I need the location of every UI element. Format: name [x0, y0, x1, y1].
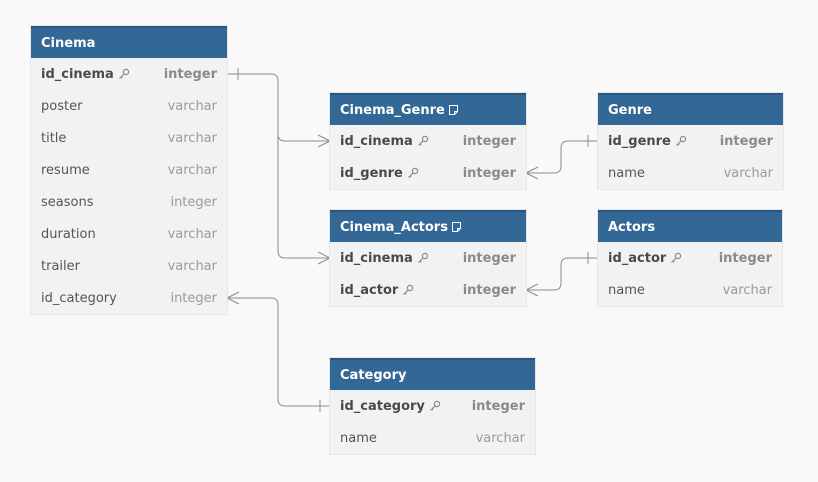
many-marker-actors [525, 283, 539, 297]
field-row[interactable]: id_genre integer [598, 125, 783, 157]
key-icon [429, 400, 441, 411]
field-type: integer [719, 133, 773, 149]
field-row[interactable]: trailer varchar [31, 250, 227, 282]
entity-title: Category [340, 368, 407, 383]
entity-title: Cinema [41, 36, 96, 51]
entity-title: Actors [608, 220, 656, 235]
field-row[interactable]: id_category integer [31, 282, 227, 314]
entity-header[interactable]: Category [330, 358, 535, 390]
field-name: name [608, 282, 645, 298]
note-icon [448, 105, 458, 115]
field-name: id_actor [608, 250, 667, 266]
field-name: trailer [41, 258, 80, 274]
field-row[interactable]: seasons integer [31, 186, 227, 218]
entity-genre[interactable]: Genre id_genre integer name varchar [598, 93, 783, 189]
field-name: id_cinema [340, 250, 413, 266]
field-row[interactable]: name varchar [598, 157, 783, 189]
rel-category [227, 297, 330, 407]
field-name: id_actor [340, 282, 399, 298]
field-name: name [608, 165, 645, 181]
field-type: integer [163, 66, 217, 82]
field-type: varchar [167, 258, 217, 274]
key-icon [675, 135, 687, 146]
entity-header[interactable]: Actors [598, 210, 782, 242]
entity-cinema-genre[interactable]: Cinema_Genre id_cinema integer id_genre … [330, 93, 526, 189]
field-name: duration [41, 226, 96, 242]
field-name: poster [41, 98, 83, 114]
entity-category[interactable]: Category id_category integer name varcha… [330, 358, 535, 454]
field-type: varchar [167, 130, 217, 146]
field-type: integer [170, 194, 217, 210]
field-type: varchar [167, 98, 217, 114]
rel-actors [526, 257, 598, 291]
entity-cinema-actors[interactable]: Cinema_Actors id_cinema integer id_actor… [330, 210, 526, 306]
field-row[interactable]: poster varchar [31, 90, 227, 122]
field-row[interactable]: id_actor integer [598, 242, 782, 274]
rel-cinema-cinema-actors [277, 130, 330, 259]
entity-title: Cinema_Genre [340, 103, 445, 118]
many-marker-cinema-actors [317, 251, 331, 265]
key-icon [118, 68, 130, 79]
field-type: varchar [475, 430, 525, 446]
field-name: id_genre [340, 165, 403, 181]
field-row[interactable]: title varchar [31, 122, 227, 154]
entity-cinema[interactable]: Cinema id_cinema integer poster varchar … [31, 26, 227, 314]
field-name: id_category [340, 398, 425, 414]
field-type: varchar [723, 165, 773, 181]
key-icon [671, 252, 682, 263]
field-type: varchar [167, 162, 217, 178]
key-icon [403, 284, 414, 295]
field-name: id_cinema [41, 66, 114, 82]
entity-header[interactable]: Cinema_Genre [330, 93, 526, 125]
field-row[interactable]: resume varchar [31, 154, 227, 186]
rel-genre [526, 140, 598, 174]
entity-title: Cinema_Actors [340, 220, 448, 235]
field-row[interactable]: id_genre integer [330, 157, 526, 189]
field-name: seasons [41, 194, 94, 210]
rel-cinema-cinema-genre [227, 73, 330, 142]
field-type: integer [718, 250, 772, 266]
key-icon [407, 167, 419, 178]
note-icon [451, 222, 461, 232]
entity-header[interactable]: Cinema_Actors [330, 210, 526, 242]
field-type: integer [462, 133, 516, 149]
many-marker-category [226, 291, 240, 305]
field-row[interactable]: duration varchar [31, 218, 227, 250]
field-row[interactable]: name varchar [330, 422, 535, 454]
many-marker-cinema-genre [317, 134, 331, 148]
field-type: integer [462, 165, 516, 181]
field-type: integer [170, 290, 217, 306]
field-name: resume [41, 162, 90, 178]
field-row[interactable]: id_actor integer [330, 274, 526, 306]
field-name: id_cinema [340, 133, 413, 149]
entity-title: Genre [608, 103, 652, 118]
field-row[interactable]: name varchar [598, 274, 782, 306]
field-name: id_category [41, 290, 117, 306]
field-type: integer [462, 282, 516, 298]
field-type: varchar [722, 282, 772, 298]
field-name: id_genre [608, 133, 671, 149]
field-row[interactable]: id_cinema integer [31, 58, 227, 90]
field-row[interactable]: id_cinema integer [330, 125, 526, 157]
field-type: integer [462, 250, 516, 266]
field-type: varchar [167, 226, 217, 242]
key-icon [417, 252, 429, 263]
field-row[interactable]: id_cinema integer [330, 242, 526, 274]
entity-actors[interactable]: Actors id_actor integer name varchar [598, 210, 782, 306]
field-type: integer [471, 398, 525, 414]
entity-header[interactable]: Genre [598, 93, 783, 125]
many-marker-genre [525, 166, 539, 180]
field-name: title [41, 130, 67, 146]
entity-header[interactable]: Cinema [31, 26, 227, 58]
field-name: name [340, 430, 377, 446]
field-row[interactable]: id_category integer [330, 390, 535, 422]
key-icon [417, 135, 429, 146]
